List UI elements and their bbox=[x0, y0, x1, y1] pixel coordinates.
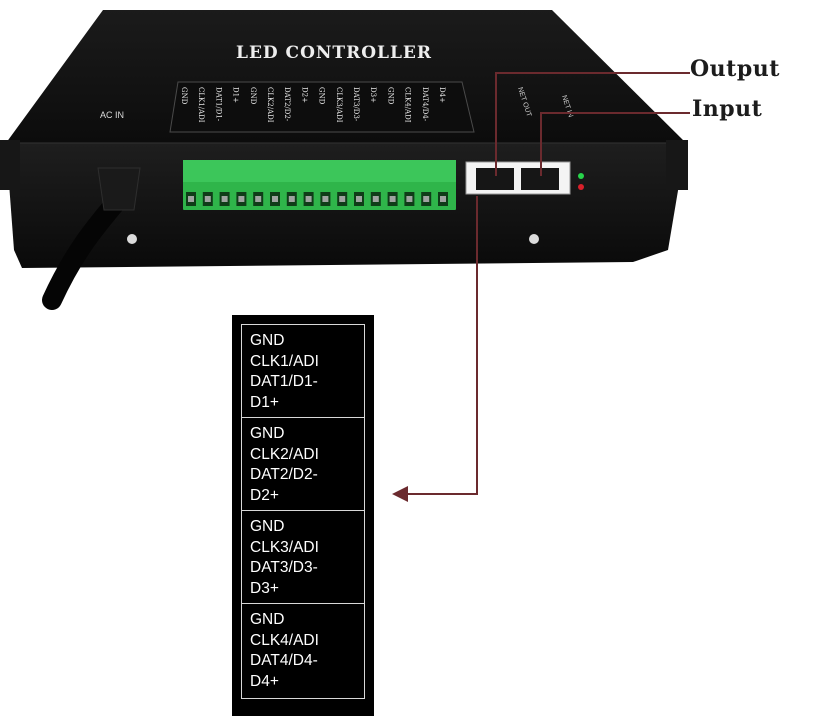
mount-hole-left bbox=[127, 234, 137, 244]
pin-label: D3+ bbox=[250, 579, 279, 597]
terminal-screw bbox=[406, 196, 413, 202]
terminal-plate-label: CLK1/ADI bbox=[197, 87, 205, 123]
pin-label: DAT1/D1- bbox=[250, 373, 318, 390]
pin-label: DAT4/D4- bbox=[250, 652, 318, 669]
terminal-screw bbox=[339, 196, 346, 202]
pin-label: CLK1/ADI bbox=[250, 352, 319, 370]
led-red bbox=[578, 184, 584, 190]
pin-group-1: GND CLK1/ADI DAT1/D1- D1+ bbox=[241, 324, 365, 417]
terminal-screw bbox=[423, 196, 430, 202]
terminal-plate-label: GND bbox=[180, 87, 188, 105]
terminal-plate-label: CLK4/ADI bbox=[404, 87, 412, 123]
terminal-plate-label: D2+ bbox=[300, 87, 308, 103]
terminal-screw bbox=[238, 196, 245, 202]
terminal-plate-label: CLK3/ADI bbox=[335, 87, 343, 123]
terminal-plate-label: CLK2/ADI bbox=[266, 87, 274, 123]
pin-label: GND bbox=[250, 425, 285, 442]
terminal-screw bbox=[288, 196, 295, 202]
output-callout: Output bbox=[690, 56, 780, 82]
pin-label: GND bbox=[250, 518, 285, 535]
terminal-plate-label: GND bbox=[318, 87, 326, 105]
terminal-plate-label: D3+ bbox=[369, 87, 377, 103]
terminal-plate-label: D4+ bbox=[438, 87, 446, 103]
pin-group-3: GND CLK3/ADI DAT3/D3- D3+ bbox=[241, 510, 365, 603]
terminal-plate-label: DAT2/D2- bbox=[283, 87, 291, 122]
input-callout: Input bbox=[692, 96, 763, 122]
pin-label: D2+ bbox=[250, 486, 279, 504]
pin-group-2: GND CLK2/ADI DAT2/D2- D2+ bbox=[241, 417, 365, 510]
pin-label: DAT2/D2- bbox=[250, 466, 318, 483]
terminal-plate-label: DAT3/D3- bbox=[352, 87, 360, 122]
terminal-pointer-arrowhead bbox=[392, 486, 408, 502]
left-bracket bbox=[0, 140, 20, 190]
pin-label: D1+ bbox=[250, 393, 279, 411]
pin-table: GND CLK1/ADI DAT1/D1- D1+ GND CLK2/ADI DAT2/D2… bbox=[232, 315, 374, 716]
pin-label: CLK4/ADI bbox=[250, 631, 319, 649]
terminal-plate-label: DAT4/D4- bbox=[421, 87, 429, 122]
terminal-screw bbox=[272, 196, 278, 202]
pin-label: GND bbox=[250, 332, 285, 349]
pin-label: CLK3/ADI bbox=[250, 538, 319, 556]
mount-hole-right bbox=[529, 234, 539, 244]
terminal-screw bbox=[389, 196, 396, 202]
terminal-screw bbox=[221, 196, 228, 202]
device-title: LED CONTROLLER bbox=[236, 43, 432, 63]
ac-in-label: AC IN bbox=[100, 110, 124, 120]
terminal-plate-label: D1+ bbox=[232, 87, 240, 103]
pin-label: CLK2/ADI bbox=[250, 445, 319, 463]
cable-grommet bbox=[97, 167, 141, 211]
terminal-block bbox=[183, 160, 456, 210]
led-green bbox=[578, 173, 584, 179]
pin-label: D4+ bbox=[250, 672, 279, 690]
terminal-screw bbox=[440, 196, 446, 202]
terminal-screw bbox=[372, 196, 379, 202]
terminal-screw bbox=[356, 196, 362, 202]
terminal-screw bbox=[255, 196, 262, 202]
port-out-socket bbox=[476, 168, 514, 190]
terminal-screw bbox=[188, 196, 194, 202]
terminal-plate-label: GND bbox=[249, 87, 257, 105]
ethernet-ports bbox=[465, 161, 571, 195]
pin-group-4: GND CLK4/ADI DAT4/D4- D4+ bbox=[241, 603, 365, 699]
pin-label: GND bbox=[250, 611, 285, 628]
port-in-socket bbox=[521, 168, 559, 190]
terminal-pointer-line bbox=[404, 196, 478, 495]
terminal-screw bbox=[322, 196, 329, 202]
output-leader-line bbox=[495, 72, 690, 176]
terminal-label-plate bbox=[169, 81, 475, 133]
right-bracket bbox=[666, 140, 688, 190]
terminal-screw bbox=[305, 196, 312, 202]
pin-label: DAT3/D3- bbox=[250, 559, 318, 576]
terminal-plate-label: DAT1/D1- bbox=[214, 87, 222, 122]
terminal-screw bbox=[204, 196, 211, 202]
terminal-plate-label: GND bbox=[386, 87, 394, 105]
input-leader-line bbox=[540, 112, 690, 176]
